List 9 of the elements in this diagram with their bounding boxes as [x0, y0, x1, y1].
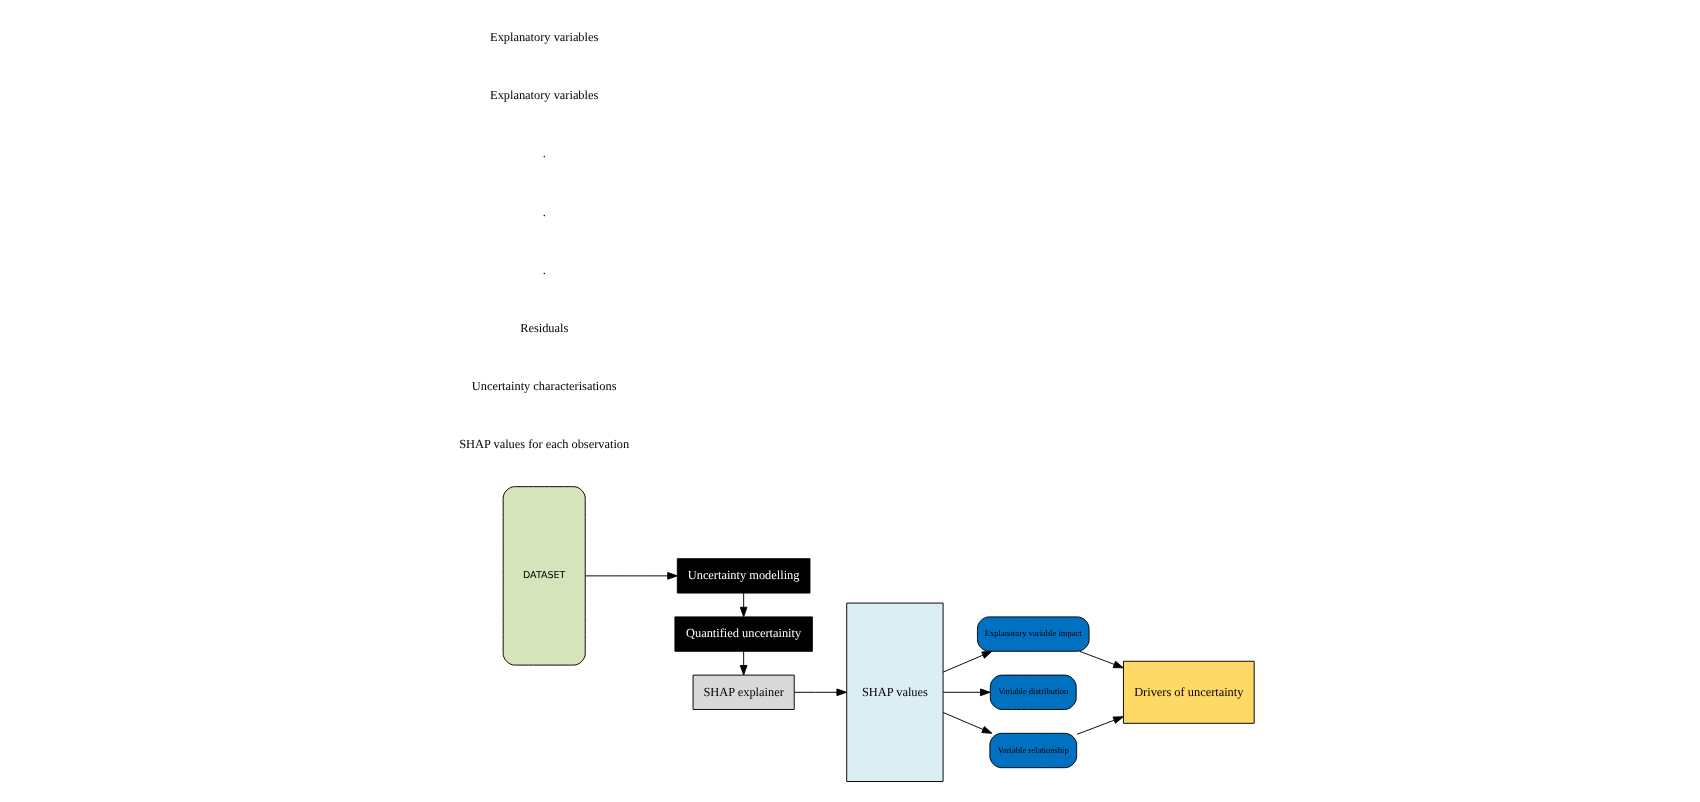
arrow [941, 712, 992, 734]
arrow [941, 688, 990, 697]
arrow [941, 650, 992, 673]
arrow [1078, 650, 1123, 669]
arrow [792, 688, 846, 697]
arrow [1075, 716, 1123, 735]
arrow [738, 592, 747, 618]
arrow [738, 650, 747, 676]
arrow [583, 572, 677, 580]
